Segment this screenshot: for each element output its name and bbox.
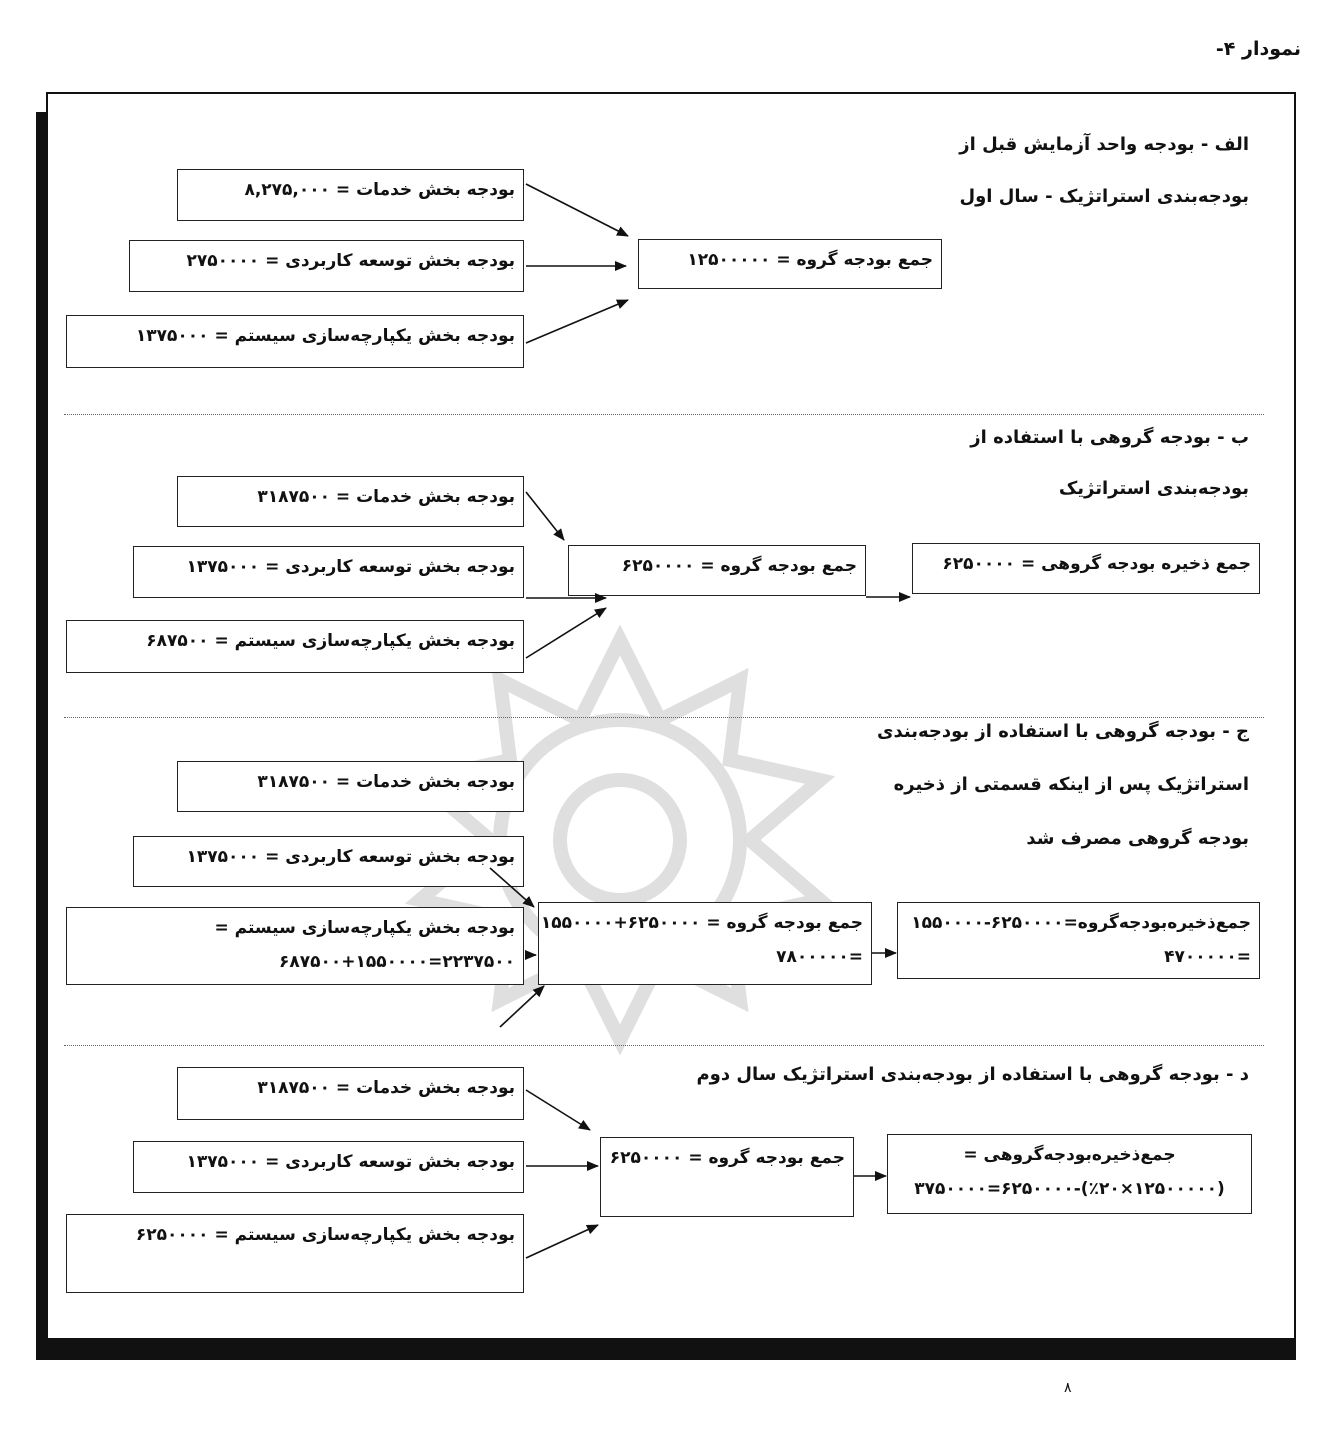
section-a-input-app-dev: بودجه بخش توسعه کاربردی = ۲۷۵۰۰۰۰ [129,240,524,292]
diagram-frame [46,92,1296,1340]
arrow-a-3 [525,299,629,344]
section-c-reserve-line2: =۴۷۰۰۰۰۰ [1164,947,1251,967]
section-c-total-line2: =۷۸۰۰۰۰۰ [776,947,863,967]
separator-3 [64,1045,1264,1046]
section-c-input-integration-line1: بودجه بخش یکپارچه‌سازی سیستم = [214,918,515,938]
section-a-input-integration: بودجه بخش یکپارچه‌سازی سیستم = ۱۳۷۵۰۰۰ [66,315,524,368]
section-a-heading-line2: بودجه‌بندی استراتژیک - سال اول [959,186,1250,207]
page-title: نمودار ۴- [1215,38,1301,60]
section-b-input-services: بودجه بخش خدمات = ۳۱۸۷۵۰۰ [177,476,524,527]
section-a-total: جمع بودجه گروه = ۱۲۵۰۰۰۰۰ [638,239,942,289]
arrow-b-3 [525,607,607,659]
section-c-heading-line2: استراتژیک پس از اینکه قسمتی از ذخیره [893,774,1249,795]
section-c-total: جمع بودجه گروه = ۶۲۵۰۰۰۰+۱۵۵۰۰۰۰ =۷۸۰۰۰۰… [538,902,872,985]
section-b-heading-line1: ب - بودجه گروهی با استفاده از [970,427,1249,448]
section-c-input-app-dev: بودجه بخش توسعه کاربردی = ۱۳۷۵۰۰۰ [133,836,524,887]
section-d-total: جمع بودجه گروه = ۶۲۵۰۰۰۰ [600,1137,854,1217]
section-b-input-integration: بودجه بخش یکپارچه‌سازی سیستم = ۶۸۷۵۰۰ [66,620,524,673]
section-c-input-integration: بودجه بخش یکپارچه‌سازی سیستم = ۲۲۳۷۵۰۰=۶… [66,907,524,985]
section-c-input-integration-line2: ۲۲۳۷۵۰۰=۶۸۷۵۰۰+۱۵۵۰۰۰۰ [278,952,515,972]
section-d-reserve-line1: جمع‌ذخیره‌بودجه‌گروهی = [963,1145,1176,1165]
section-d-input-app-dev: بودجه بخش توسعه کاربردی = ۱۳۷۵۰۰۰ [133,1141,524,1193]
section-c-input-services: بودجه بخش خدمات = ۳۱۸۷۵۰۰ [177,761,524,812]
arrow-c-1 [489,867,535,908]
section-c-total-line1: جمع بودجه گروه = ۶۲۵۰۰۰۰+۱۵۵۰۰۰۰ [540,913,863,933]
section-a-input-services: بودجه بخش خدمات = ۸,۲۷۵,۰۰۰ [177,169,524,221]
section-c-reserve: جمع‌ذخیره‌بودجه‌گروه=۶۲۵۰۰۰۰-۱۵۵۰۰۰۰ =۴۷… [897,902,1260,979]
section-c-reserve-line1: جمع‌ذخیره‌بودجه‌گروه=۶۲۵۰۰۰۰-۱۵۵۰۰۰۰ [911,913,1251,933]
section-d-reserve: جمع‌ذخیره‌بودجه‌گروهی = (۱۲۵۰۰۰۰۰×٪۲۰)-۶… [887,1134,1252,1214]
arrow-d-3 [525,1224,599,1259]
section-b-total: جمع بودجه گروه = ۶۲۵۰۰۰۰ [568,545,866,596]
section-c-heading-line1: ج - بودجه گروهی با استفاده از بودجه‌بندی [876,721,1249,742]
section-d-heading-line1: د - بودجه گروهی با استفاده از بودجه‌بندی… [696,1064,1249,1085]
arrow-c-3 [499,985,545,1028]
section-c-heading-line3: بودجه گروهی مصرف شد [1026,828,1249,849]
section-b-heading-line2: بودجه‌بندی استراتژیک [1058,478,1249,499]
section-d-input-services: بودجه بخش خدمات = ۳۱۸۷۵۰۰ [177,1067,524,1120]
separator-2 [64,717,1264,718]
arrow-d-1 [525,1089,591,1131]
arrow-b-1 [525,491,565,541]
page-number: ۸ [1064,1380,1072,1396]
separator-1 [64,414,1264,415]
section-d-reserve-line2: (۱۲۵۰۰۰۰۰×٪۲۰)-۶۲۵۰۰۰۰=۳۷۵۰۰۰۰ [914,1179,1225,1199]
section-d-input-integration: بودجه بخش یکپارچه‌سازی سیستم = ۶۲۵۰۰۰۰ [66,1214,524,1293]
section-b-input-app-dev: بودجه بخش توسعه کاربردی = ۱۳۷۵۰۰۰ [133,546,524,598]
section-b-reserve: جمع ذخیره بودجه گروهی = ۶۲۵۰۰۰۰ [912,543,1260,594]
section-a-heading-line1: الف - بودجه واحد آزمایش قبل از [959,134,1249,155]
arrow-a-1 [525,183,629,237]
